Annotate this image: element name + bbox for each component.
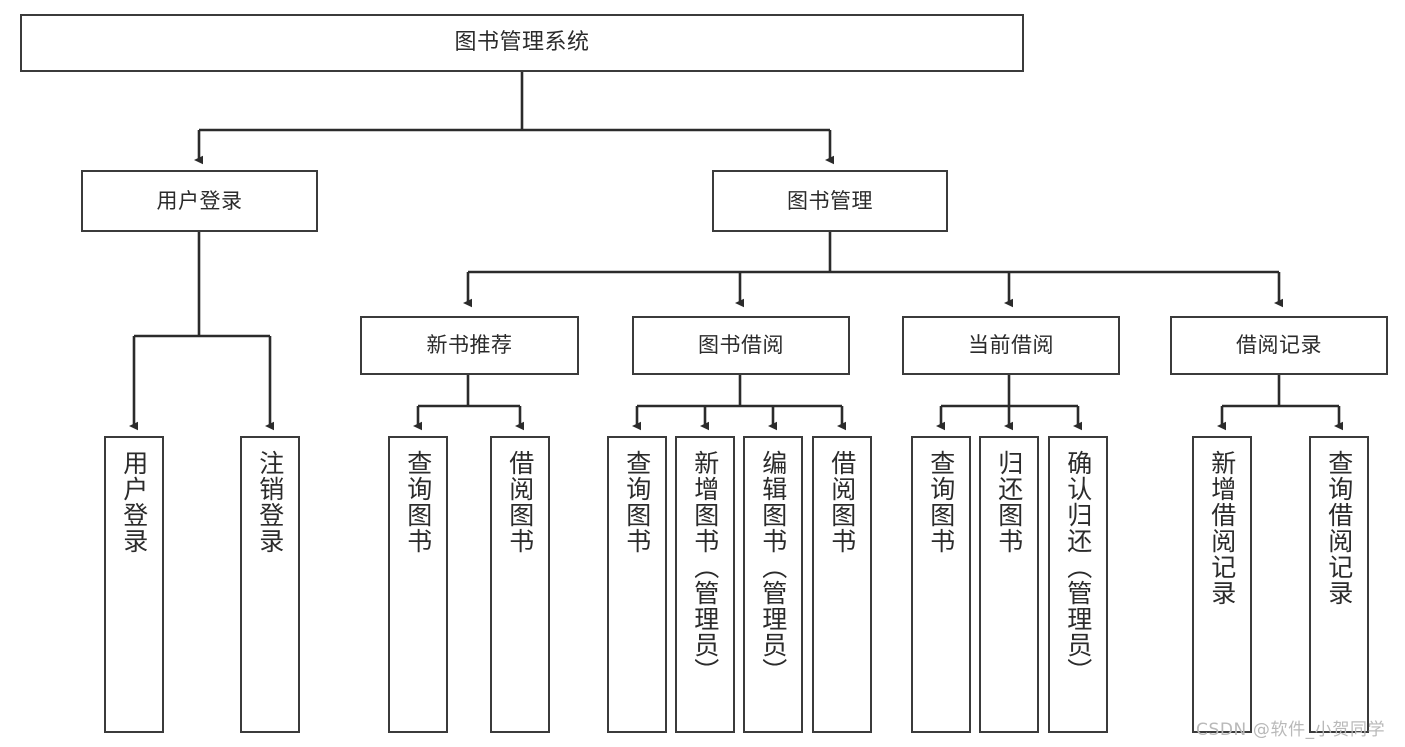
leaf-logout-login[interactable]: 注销登录 <box>240 436 300 733</box>
leaf-edit-book[interactable]: 编辑图书（管理员） <box>743 436 803 733</box>
leaf-query-book-1-label: 查询图书 <box>403 450 433 554</box>
leaf-query-book-3[interactable]: 查询图书 <box>911 436 971 733</box>
leaf-query-book-3-label: 查询图书 <box>926 450 956 554</box>
leaf-query-book-1[interactable]: 查询图书 <box>388 436 448 733</box>
leaf-return-book[interactable]: 归还图书 <box>979 436 1039 733</box>
node-book-management-label: 图书管理 <box>787 188 873 213</box>
leaf-borrow-book-2-label: 借阅图书 <box>827 450 857 554</box>
leaf-borrow-book-2[interactable]: 借阅图书 <box>812 436 872 733</box>
node-book-borrow-label: 图书借阅 <box>698 333 784 358</box>
leaf-add-book[interactable]: 新增图书（管理员） <box>675 436 735 733</box>
leaf-query-book-2[interactable]: 查询图书 <box>607 436 667 733</box>
leaf-add-record-label: 新增借阅记录 <box>1207 450 1237 606</box>
leaf-user-login[interactable]: 用户登录 <box>104 436 164 733</box>
leaf-user-login-label: 用户登录 <box>119 450 149 554</box>
node-root[interactable]: 图书管理系统 <box>20 14 1024 72</box>
leaf-confirm-return-label: 确认归还（管理员） <box>1063 450 1093 684</box>
node-borrow-record[interactable]: 借阅记录 <box>1170 316 1388 375</box>
leaf-confirm-return[interactable]: 确认归还（管理员） <box>1048 436 1108 733</box>
node-current-borrow[interactable]: 当前借阅 <box>902 316 1120 375</box>
watermark: CSDN @软件_小贺同学 <box>1196 720 1386 740</box>
leaf-edit-book-label: 编辑图书（管理员） <box>758 450 788 684</box>
node-current-borrow-label: 当前借阅 <box>968 333 1054 358</box>
leaf-add-book-label: 新增图书（管理员） <box>690 450 720 684</box>
node-new-book-recommend[interactable]: 新书推荐 <box>360 316 579 375</box>
leaf-borrow-book-1-label: 借阅图书 <box>505 450 535 554</box>
leaf-query-book-2-label: 查询图书 <box>622 450 652 554</box>
node-root-label: 图书管理系统 <box>454 30 590 56</box>
node-user-login[interactable]: 用户登录 <box>81 170 318 232</box>
node-book-management[interactable]: 图书管理 <box>712 170 948 232</box>
leaf-return-book-label: 归还图书 <box>994 450 1024 554</box>
leaf-borrow-book-1[interactable]: 借阅图书 <box>490 436 550 733</box>
node-book-borrow[interactable]: 图书借阅 <box>632 316 850 375</box>
leaf-logout-login-label: 注销登录 <box>255 450 285 554</box>
node-user-login-label: 用户登录 <box>156 188 243 213</box>
leaf-query-record-label: 查询借阅记录 <box>1324 450 1354 606</box>
node-new-book-recommend-label: 新书推荐 <box>426 333 513 358</box>
leaf-query-record[interactable]: 查询借阅记录 <box>1309 436 1369 733</box>
leaf-add-record[interactable]: 新增借阅记录 <box>1192 436 1252 733</box>
node-borrow-record-label: 借阅记录 <box>1236 333 1322 358</box>
